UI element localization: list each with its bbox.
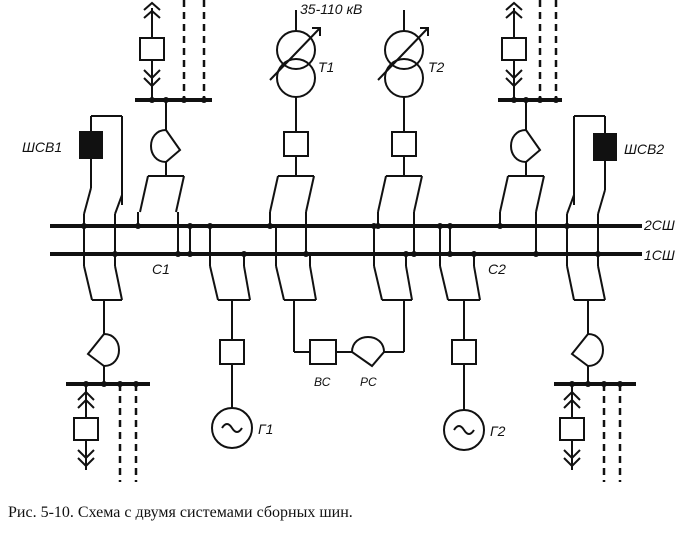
- shsv1-label: ШСВ1: [22, 139, 62, 155]
- vs-label: ВС: [314, 375, 331, 389]
- g2-label: Г2: [490, 423, 506, 439]
- reactor-branch: [275, 223, 413, 368]
- g1-label: Г1: [258, 421, 273, 437]
- shsv2-label: ШСВ2: [624, 141, 664, 157]
- bus-coupler-1: [79, 115, 123, 257]
- c1-label: С1: [152, 261, 170, 277]
- voltage-label: 35-110 кВ: [300, 1, 362, 17]
- t2-label: Т2: [428, 59, 445, 75]
- feeder-top-left: [135, 0, 212, 257]
- transformer-t2: [375, 10, 429, 257]
- sectional-c1: [187, 223, 193, 257]
- rs-label: РС: [360, 375, 377, 389]
- feeder-bottom-left: [66, 226, 150, 482]
- sectional-c2: [447, 223, 453, 257]
- figure-caption: Рис. 5-10. Схема с двумя системами сборн…: [8, 504, 353, 521]
- bus-coupler-2: [564, 115, 617, 257]
- t1-label: Т1: [318, 59, 334, 75]
- c2-label: С2: [488, 261, 506, 277]
- bus-2sh-label: 2СШ: [643, 217, 675, 233]
- feeder-top-right: [497, 0, 562, 257]
- transformer-t1: [267, 10, 321, 257]
- feeder-bottom-right: [554, 226, 636, 482]
- bus-1sh-label: 1СШ: [644, 247, 675, 263]
- generator-g1: [207, 223, 253, 449]
- generator-g2: [437, 223, 485, 451]
